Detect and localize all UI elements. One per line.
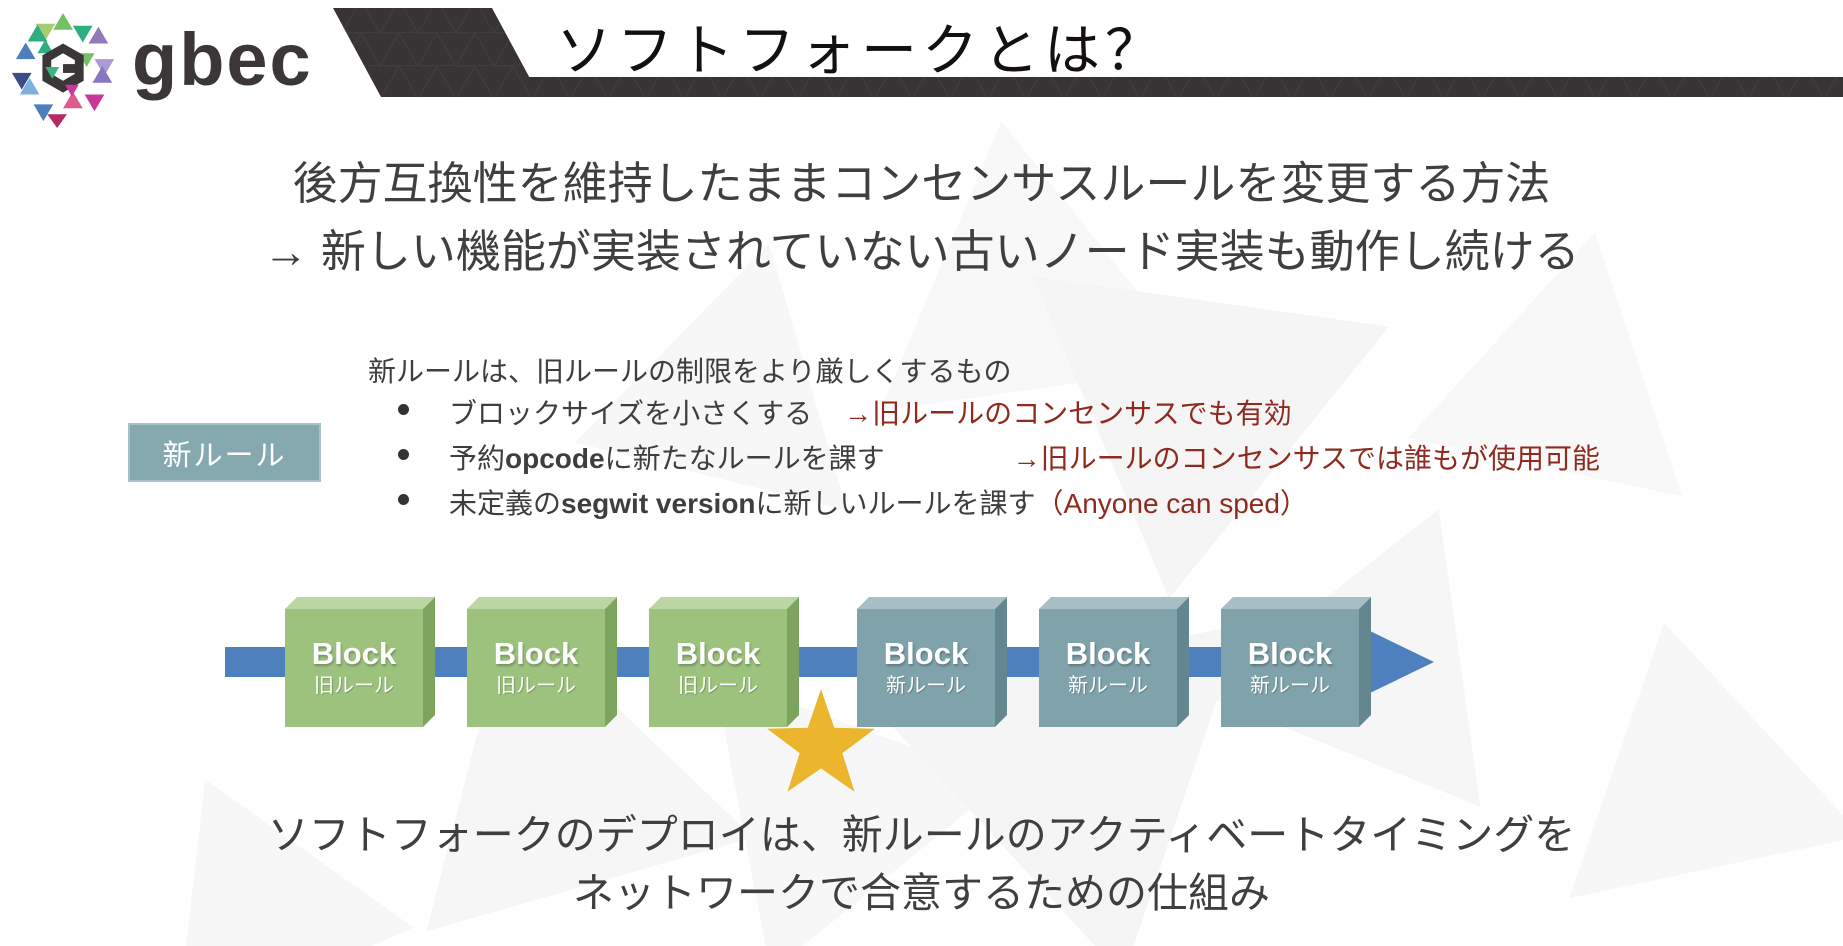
logo: gbec <box>8 10 313 128</box>
block-subtitle: 新ルール <box>1068 675 1148 697</box>
bullet-item-opcode: 予約opcodeに新たなルールを課す→旧ルールのコンセンサスでは誰もが使用可能 <box>398 437 1600 482</box>
logo-wordmark: gbec <box>132 18 313 101</box>
bullet-icon <box>398 494 409 505</box>
bullet-text: ブロックサイズを小さくする→旧ルールのコンセンサスでも有効 <box>449 398 1292 429</box>
new-rule-label: 新ルール <box>128 423 321 482</box>
block-subtitle: 新ルール <box>886 675 966 697</box>
bullet-note-red: →旧ルールのコンセンサスでも有効 <box>844 398 1292 429</box>
lead-paragraph: 後方互換性を維持したままコンセンサスルールを変更する方法 → 新しい機能が実装さ… <box>0 150 1843 286</box>
block-new-2: Block 新ルール <box>1039 597 1189 727</box>
bullet-item-segwit: 未定義のsegwit versionに新しいルールを課す（Anyone can … <box>398 482 1600 527</box>
block-old-3: Block 旧ルール <box>649 597 799 727</box>
block-old-2: Block 旧ルール <box>467 597 617 727</box>
footer-line-1: ソフトフォークのデプロイは、新ルールのアクティベートタイミングを <box>267 812 1576 858</box>
page-title: ソフトフォークとは？ <box>556 19 1166 82</box>
bullet-text: 未定義のsegwit versionに新しいルールを課す（Anyone can … <box>449 488 1308 519</box>
block-title: Block <box>675 636 761 671</box>
block-face: Block 旧ルール <box>649 609 787 727</box>
block-subtitle: 新ルール <box>1250 675 1330 697</box>
block-face: Block 旧ルール <box>285 609 423 727</box>
lead-line-1: 後方互換性を維持したままコンセンサスルールを変更する方法 <box>292 158 1551 209</box>
block-old-1: Block 旧ルール <box>285 597 435 727</box>
title-banner <box>333 8 1843 97</box>
block-face: Block 新ルール <box>1221 609 1359 727</box>
gbec-logo-icon <box>11 12 115 128</box>
blockchain-diagram: Block 旧ルール Block 旧ルール Block 旧ルール Block 新… <box>0 595 1843 810</box>
rules-bullet-list: ブロックサイズを小さくする→旧ルールのコンセンサスでも有効 予約opcodeに新… <box>398 392 1600 527</box>
lead-line-2: → 新しい機能が実装されていない古いノード実装も動作し続ける <box>263 226 1580 277</box>
activation-star-icon <box>767 689 875 792</box>
rules-intro: 新ルールは、旧ルールの制限をより厳しくするもの <box>368 356 1012 387</box>
bullet-text: 予約opcodeに新たなルールを課す→旧ルールのコンセンサスでは誰もが使用可能 <box>449 443 1601 474</box>
bullet-item-blocksize: ブロックサイズを小さくする→旧ルールのコンセンサスでも有効 <box>398 392 1600 437</box>
block-subtitle: 旧ルール <box>314 675 394 697</box>
block-face: Block 新ルール <box>1039 609 1177 727</box>
block-new-1: Block 新ルール <box>857 597 1007 727</box>
block-face: Block 旧ルール <box>467 609 605 727</box>
block-title: Block <box>493 636 579 671</box>
bullet-icon <box>398 404 409 415</box>
block-subtitle: 旧ルール <box>496 675 576 697</box>
bullet-note-red: →旧ルールのコンセンサスでは誰もが使用可能 <box>1012 443 1601 474</box>
block-subtitle: 旧ルール <box>678 675 758 697</box>
block-title: Block <box>311 636 397 671</box>
block-title: Block <box>1247 636 1333 671</box>
bullet-icon <box>398 449 409 460</box>
footer-caption: ソフトフォークのデプロイは、新ルールのアクティベートタイミングを ネットワークで… <box>0 806 1843 922</box>
block-face: Block 新ルール <box>857 609 995 727</box>
block-title: Block <box>1065 636 1151 671</box>
bullet-note-red: （Anyone can sped） <box>1035 488 1308 519</box>
block-title: Block <box>883 636 969 671</box>
chain-arrow-head-icon <box>1370 631 1434 693</box>
block-new-3: Block 新ルール <box>1221 597 1371 727</box>
footer-line-2: ネットワークで合意するための仕組み <box>573 870 1270 916</box>
